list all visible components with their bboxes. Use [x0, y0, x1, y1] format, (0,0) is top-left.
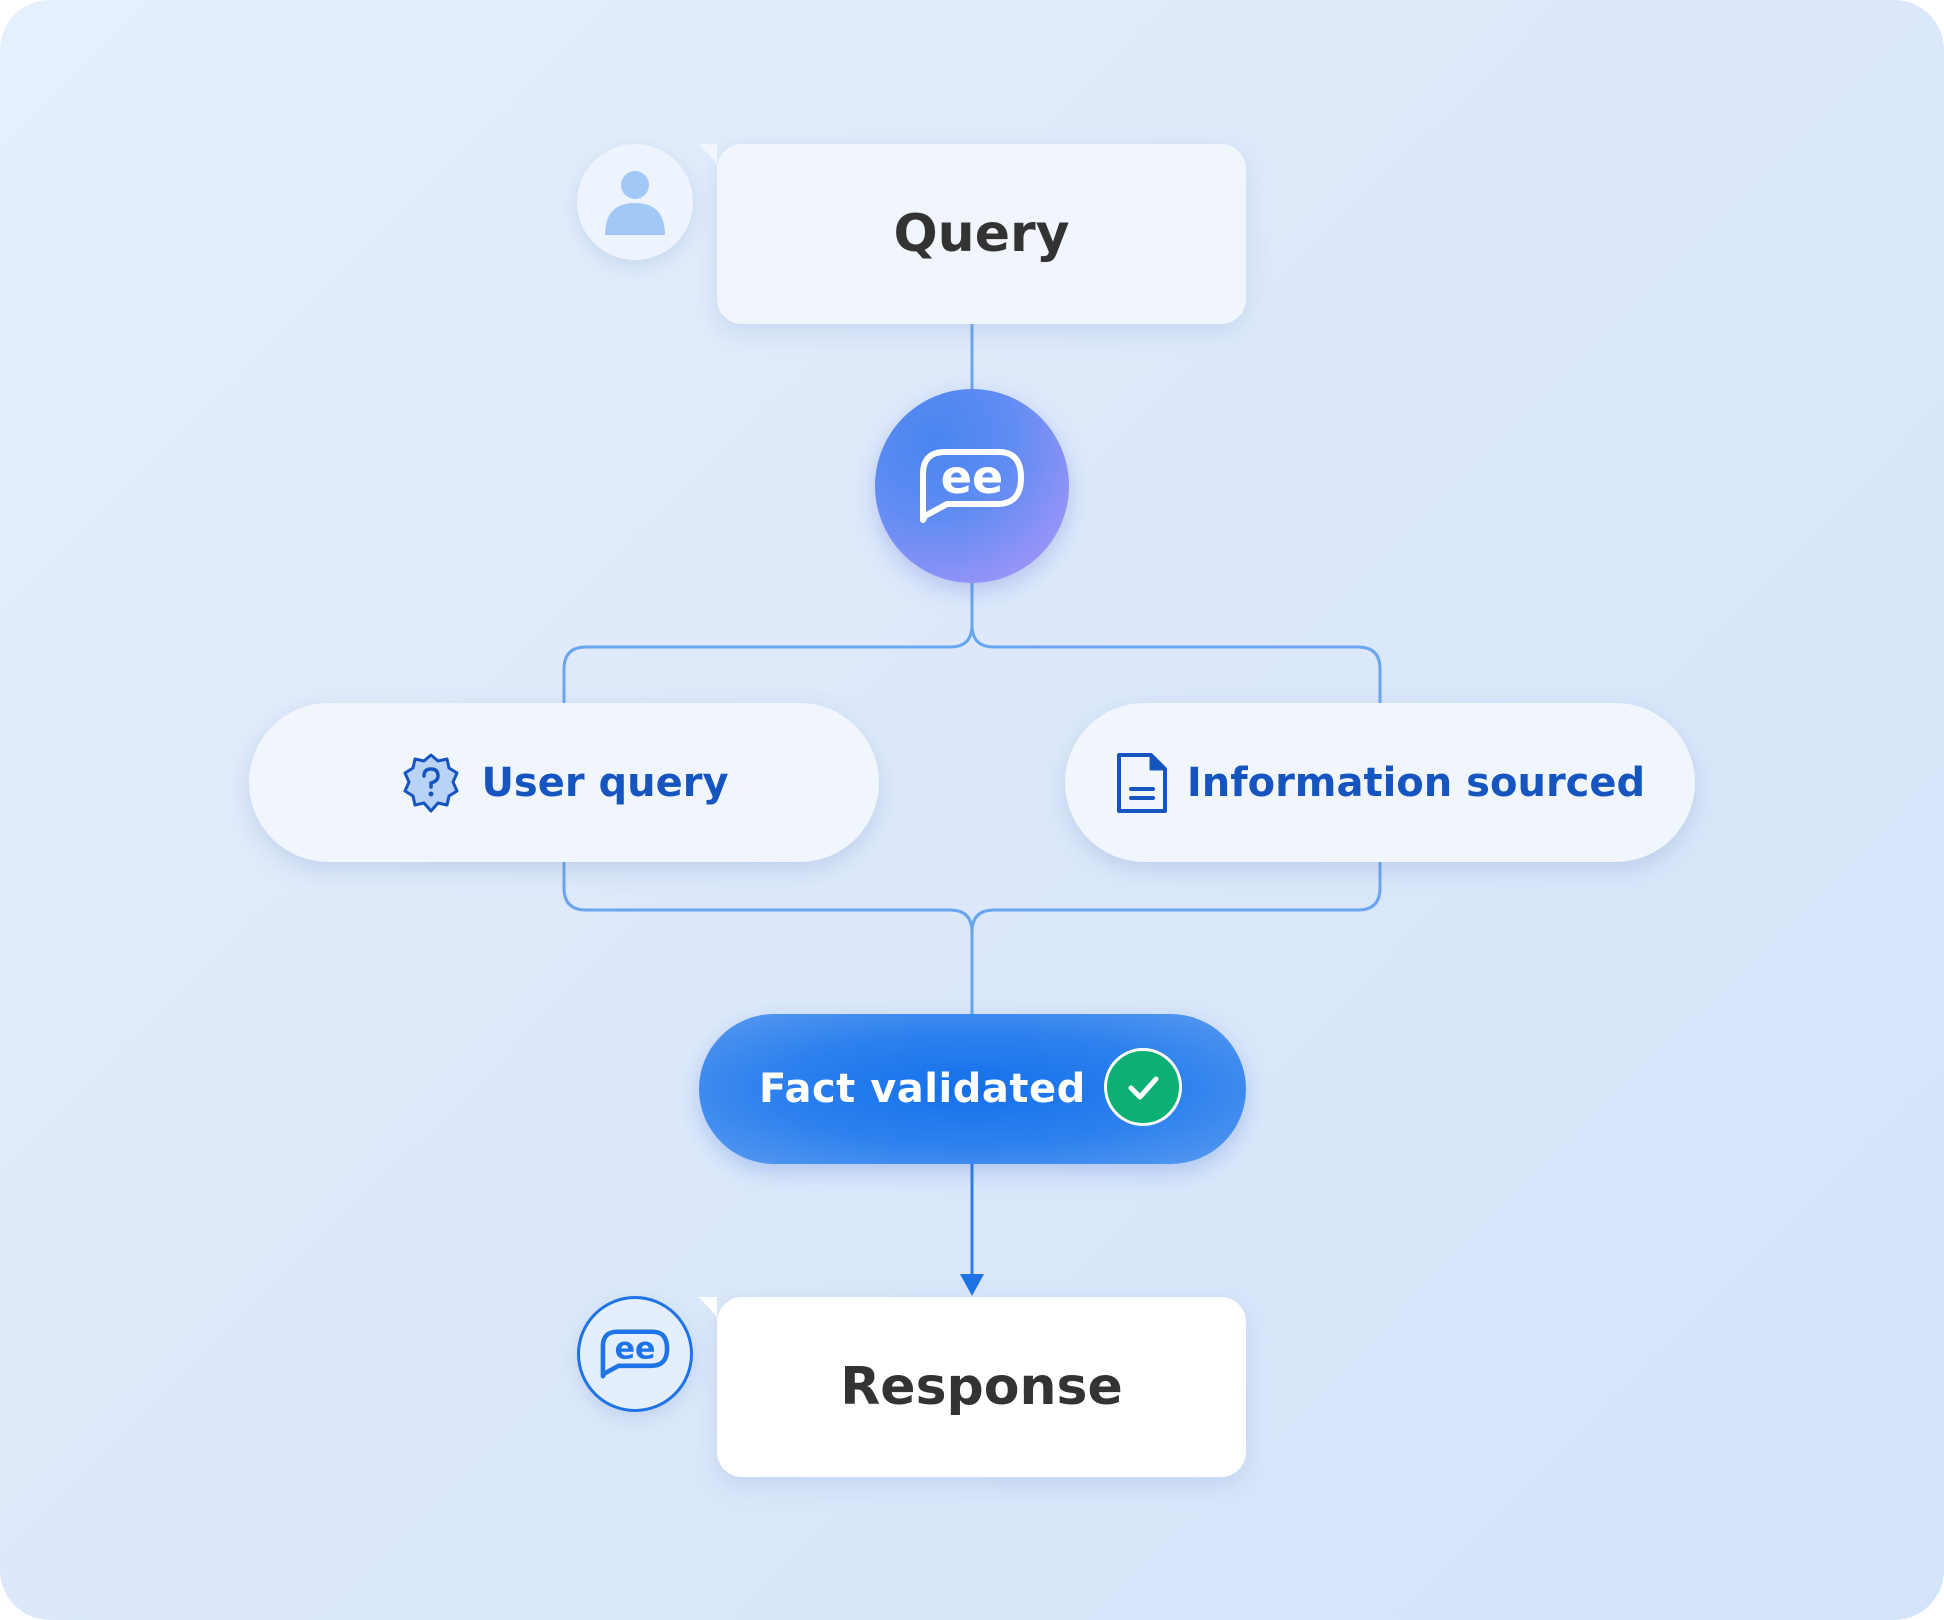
- svg-text:ee: ee: [941, 450, 1003, 504]
- user-query-label: User query: [481, 759, 729, 806]
- bot-avatar: ee: [577, 1296, 693, 1412]
- question-badge-icon: [403, 753, 459, 812]
- validated-badge: [1104, 1048, 1182, 1126]
- fact-validated-label: Fact validated: [759, 1066, 1086, 1112]
- user-avatar: [577, 144, 693, 260]
- connector-hub-left: [562, 583, 974, 703]
- svg-text:ee: ee: [615, 1332, 656, 1367]
- information-sourced-node: Information sourced: [1065, 703, 1695, 862]
- arrowhead-icon: [960, 1274, 984, 1296]
- user-icon: [605, 171, 665, 235]
- connector-hub-right: [970, 583, 1382, 703]
- ai-hub-node: ee: [875, 389, 1069, 583]
- document-icon: [1116, 752, 1167, 813]
- ee-chat-logo-icon: ee: [920, 449, 1024, 523]
- user-query-node: User query: [249, 703, 879, 862]
- connector-right-fact: [970, 862, 1382, 933]
- response-label: Response: [840, 1357, 1123, 1417]
- query-bubble: Query: [699, 144, 1246, 324]
- ee-chat-logo-icon: ee: [600, 1329, 670, 1379]
- query-label: Query: [893, 204, 1070, 264]
- connector-left-fact: [562, 862, 974, 1014]
- information-sourced-label: Information sourced: [1186, 759, 1646, 806]
- response-bubble: Response: [699, 1297, 1246, 1477]
- check-icon: [1128, 1076, 1159, 1100]
